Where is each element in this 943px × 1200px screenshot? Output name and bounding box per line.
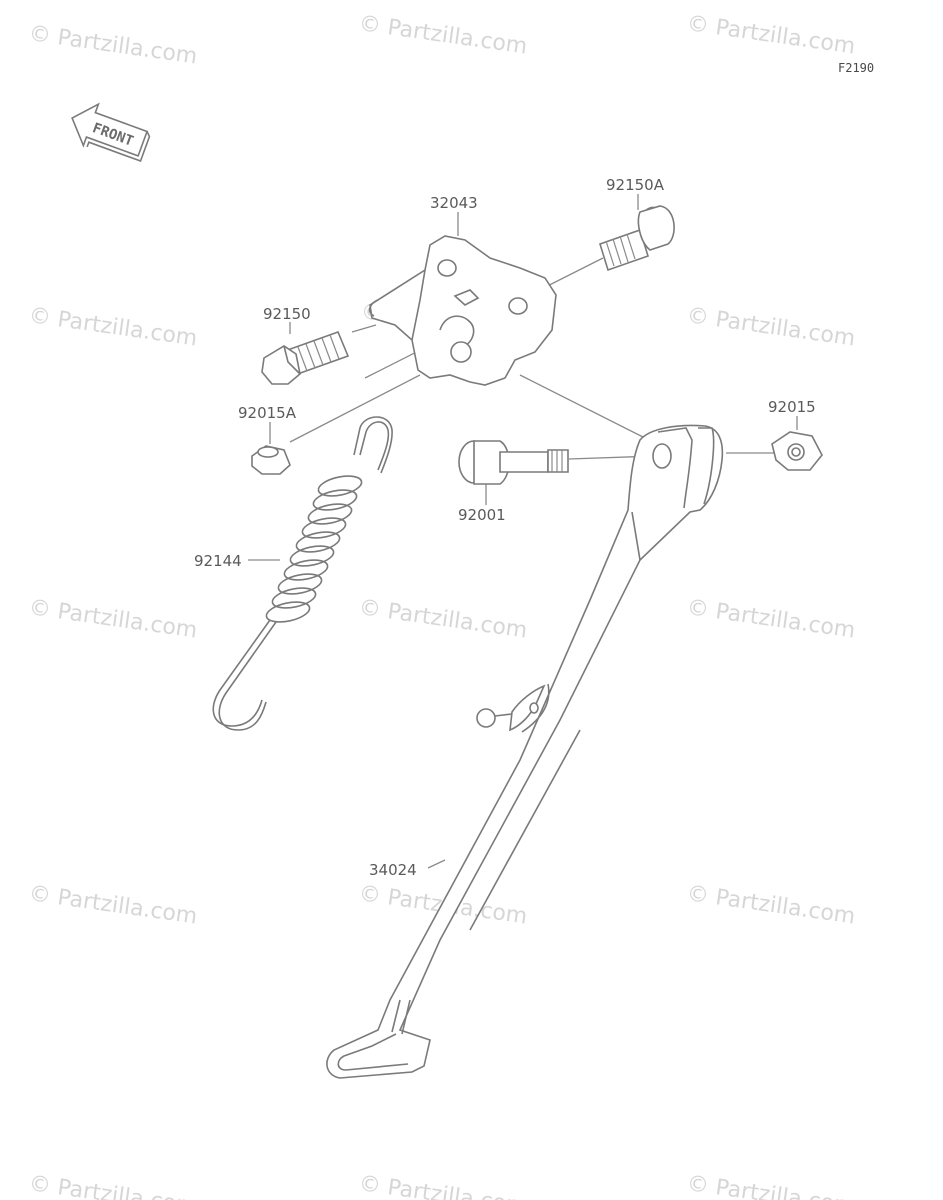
label-92015: 92015 <box>768 398 816 416</box>
label-92150A: 92150A <box>606 176 665 194</box>
watermark: © Partzilla.com <box>685 595 857 643</box>
watermark: © Partzilla.com <box>357 11 529 59</box>
watermark: © Partzilla.com <box>27 1171 199 1200</box>
watermark: © Partzilla.com <box>357 595 529 643</box>
watermark: © Partzilla.com <box>357 1171 529 1200</box>
label-92144: 92144 <box>194 552 242 570</box>
side-stand-34024 <box>326 424 724 1079</box>
watermark: © Partzilla.com <box>685 11 857 59</box>
front-arrow-icon: FRONT <box>71 102 151 163</box>
label-92150: 92150 <box>263 305 311 323</box>
label-92015A: 92015A <box>238 404 297 422</box>
bolt-92150A <box>599 205 675 272</box>
bracket-32043 <box>368 235 557 386</box>
label-32043: 32043 <box>430 194 478 212</box>
bolt-92150 <box>261 330 350 385</box>
figure-code: F2190 <box>838 61 874 75</box>
watermark: © Partzilla.com <box>27 595 199 643</box>
watermark: © Partzilla.com <box>685 1171 857 1200</box>
watermark: © Partzilla.com <box>685 303 857 351</box>
watermark: © Partzilla.com <box>27 303 199 351</box>
nut-92015 <box>771 431 823 471</box>
nut-92015A <box>251 445 291 475</box>
watermark: © Partzilla.com <box>685 881 857 929</box>
label-34024: 34024 <box>369 861 417 879</box>
watermarks: © Partzilla.com © Partzilla.com © Partzi… <box>27 11 857 1200</box>
label-92001: 92001 <box>458 506 506 524</box>
pivot-bolt-92001 <box>458 440 569 485</box>
part-labels: 32043 92150A 92150 92015A 92015 92144 92… <box>194 176 816 879</box>
spring-92144 <box>212 416 393 731</box>
watermark: © Partzilla.com <box>27 881 199 929</box>
watermark: © Partzilla.com <box>27 21 199 69</box>
